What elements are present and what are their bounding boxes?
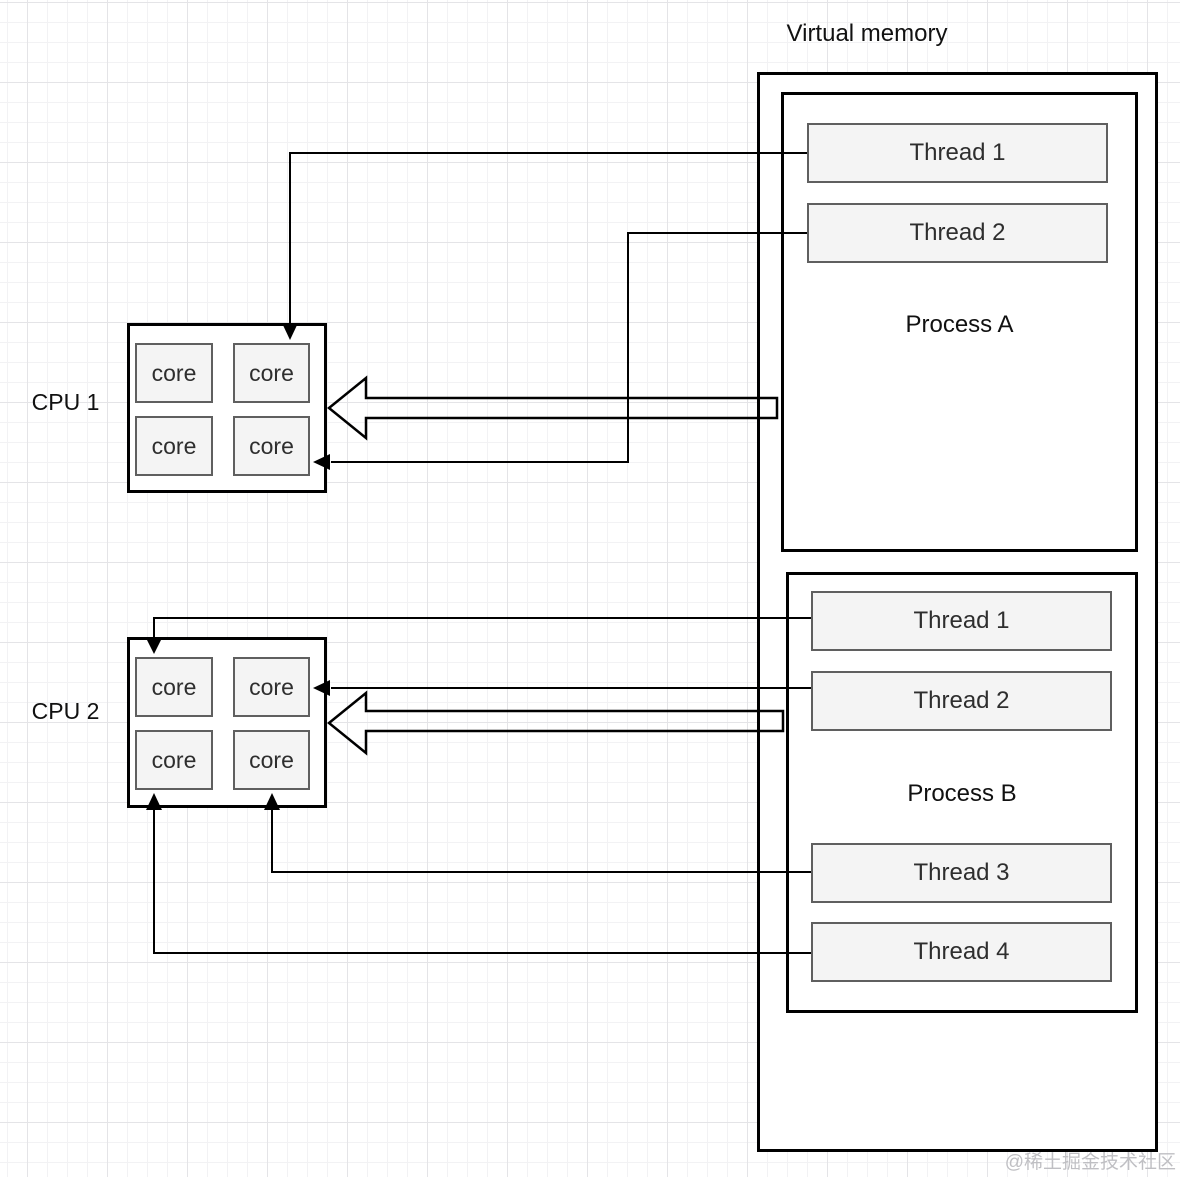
thread-label: Thread 4 xyxy=(913,938,1010,965)
threadB4-to-cpu2-connector xyxy=(146,793,811,954)
core-box: core xyxy=(233,730,310,790)
thread-label: Thread 3 xyxy=(913,859,1010,886)
core-label: core xyxy=(151,673,197,700)
cpu1-label: CPU 1 xyxy=(31,389,100,415)
process-a-box: Thread 1 Thread 2 Process A xyxy=(781,92,1138,552)
cpu2-label: CPU 2 xyxy=(31,698,100,724)
core-label: core xyxy=(249,359,294,386)
core-label: core xyxy=(249,673,294,700)
thread-box: Thread 4 xyxy=(811,922,1112,982)
thread-label: Thread 2 xyxy=(913,687,1010,714)
virtual-memory-title: Virtual memory xyxy=(786,20,948,47)
watermark-text: @稀土掘金技术社区 xyxy=(1004,1152,1176,1173)
thread-box: Thread 2 xyxy=(811,671,1112,731)
thread-label: Thread 1 xyxy=(909,139,1006,166)
thread-box: Thread 3 xyxy=(811,843,1112,903)
core-label: core xyxy=(151,432,197,459)
core-box: core xyxy=(135,657,213,717)
core-label: core xyxy=(151,359,197,386)
processB-to-cpu2-big-arrow xyxy=(327,690,785,756)
core-label: core xyxy=(249,432,294,459)
core-box: core xyxy=(233,657,310,717)
cpu2-box: core core core core xyxy=(127,637,327,808)
core-label: core xyxy=(151,746,197,773)
ellipsis-text: ... xyxy=(757,1050,1180,1078)
threadB2-to-cpu2-connector xyxy=(313,680,811,696)
core-label: core xyxy=(249,746,294,773)
core-box: core xyxy=(135,730,213,790)
thread-box: Thread 1 xyxy=(811,591,1112,651)
core-box: core xyxy=(233,343,310,403)
core-box: core xyxy=(233,416,310,476)
core-box: core xyxy=(135,416,213,476)
process-a-label: Process A xyxy=(905,311,1014,338)
process-b-label: Process B xyxy=(907,780,1017,807)
thread-box: Thread 2 xyxy=(807,203,1108,263)
thread-label: Thread 2 xyxy=(909,219,1006,246)
threadB3-to-cpu2-connector xyxy=(264,793,811,873)
processA-to-cpu1-big-arrow xyxy=(327,375,779,441)
core-box: core xyxy=(135,343,213,403)
threadA1-to-cpu1-connector xyxy=(282,152,807,340)
thread-box: Thread 1 xyxy=(807,123,1108,183)
cpu1-box: core core core core xyxy=(127,323,327,493)
process-b-box: Thread 1 Thread 2 Process B Thread 3 Thr… xyxy=(786,572,1138,1013)
thread-label: Thread 1 xyxy=(913,607,1010,634)
threadA2-to-cpu1-connector xyxy=(313,232,807,470)
